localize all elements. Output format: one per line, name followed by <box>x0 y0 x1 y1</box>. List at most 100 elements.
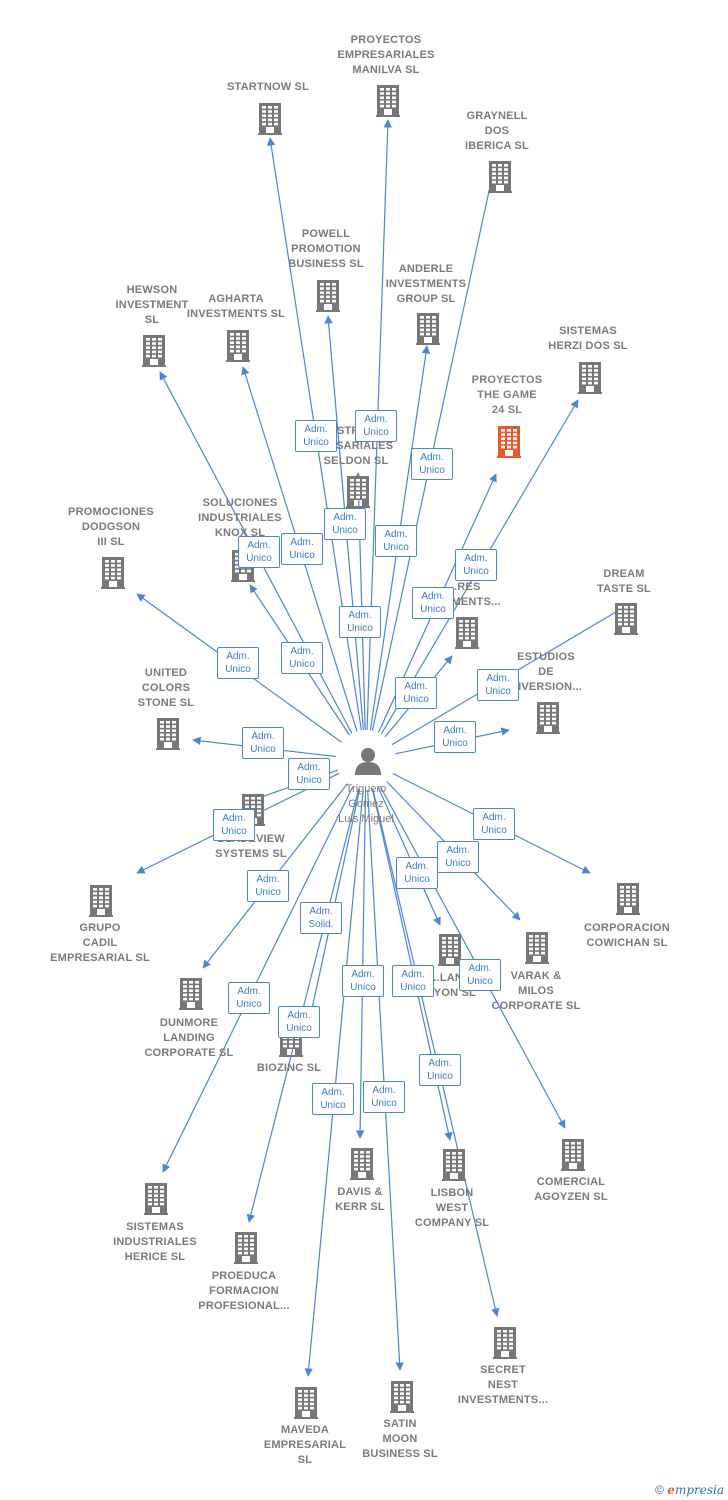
company-node-powell[interactable] <box>314 278 342 312</box>
edge-role-label-davis-kerr[interactable]: Adm. Unico <box>342 965 384 997</box>
edge-role-label-graynell[interactable]: Adm. Unico <box>411 448 453 480</box>
company-node-varak[interactable] <box>523 930 551 964</box>
company-label-startnow[interactable]: STARTNOW SL <box>226 81 310 93</box>
edge-role-label-hewson[interactable]: Adm. Unico <box>238 536 280 568</box>
edge-role-label-sistemas-herice[interactable]: Adm. Unico <box>228 982 270 1014</box>
edge-role-label-corporacion-cowichan[interactable]: Adm. Unico <box>473 808 515 840</box>
company-node-hewson[interactable] <box>140 333 168 367</box>
edge-role-label-startnow[interactable]: Adm. Unico <box>295 420 337 452</box>
company-label-dream-taste[interactable]: DREAM TASTE SL <box>597 568 651 595</box>
edge-lant <box>377 787 441 926</box>
edge-role-label-maveda[interactable]: Adm. Unico <box>312 1083 354 1115</box>
company-label-comercial-agoyzen[interactable]: COMERCIAL AGOYZEN SL <box>534 1176 608 1203</box>
company-node-proeduca[interactable] <box>232 1230 260 1264</box>
edge-role-label-anderle[interactable]: Adm. Unico <box>375 525 417 557</box>
edge-comercial-agoyzen <box>379 786 566 1129</box>
building-icon <box>525 932 549 964</box>
edge-role-label-powell[interactable]: Adm. Unico <box>324 508 366 540</box>
edge-role-label-united-colors[interactable]: Adm. Unico <box>242 727 284 759</box>
building-icon <box>258 103 282 135</box>
edge-role-label-proyectos-game[interactable]: Adm. Unico <box>412 587 454 619</box>
company-node-united-colors[interactable] <box>154 716 182 750</box>
edge-role-label-investments-mid[interactable]: Adm. Unico <box>395 677 437 709</box>
company-label-sistemas-herice[interactable]: SISTEMAS INDUSTRIALES HERICE SL <box>113 1221 197 1263</box>
company-label-powell[interactable]: POWELL PROMOTION BUSINESS SL <box>288 228 364 270</box>
company-node-anderle[interactable] <box>414 311 442 345</box>
company-label-promociones-dodgson[interactable]: PROMOCIONES DODGSON III SL <box>68 506 154 548</box>
company-node-sistemas-herice[interactable] <box>142 1181 170 1215</box>
edge-role-label-bladeview[interactable]: Adm. Unico <box>288 758 330 790</box>
edge-satin-moon <box>367 789 404 1371</box>
company-node-agharta[interactable] <box>224 328 252 362</box>
company-label-corporacion-cowichan[interactable]: CORPORACION COWICHAN SL <box>584 922 670 949</box>
edge-role-label-dunmore[interactable]: Adm. Unico <box>247 870 289 902</box>
company-node-startnow[interactable] <box>256 101 284 135</box>
company-label-biozinc[interactable]: BIOZINC SL <box>256 1062 322 1074</box>
company-node-grupo-cadil[interactable] <box>87 883 115 917</box>
company-label-varak[interactable]: VARAK & MILOS CORPORATE SL <box>491 970 581 1012</box>
company-node-promociones-dodgson[interactable] <box>99 555 127 589</box>
company-node-davis-kerr[interactable] <box>348 1146 376 1180</box>
company-label-lisbon[interactable]: LISBON WEST COMPANY SL <box>414 1187 490 1229</box>
company-node-investments-mid[interactable] <box>453 615 481 649</box>
edge-role-label-dream-taste[interactable]: Adm. Unico <box>477 669 519 701</box>
company-label-proeduca[interactable]: PROEDUCA FORMACION PROFESIONAL... <box>198 1270 290 1312</box>
edge-role-label-seldon[interactable]: Adm. Unico <box>339 606 381 638</box>
edge-role-label-comercial-agoyzen[interactable]: Adm. Unico <box>459 959 501 991</box>
company-node-lant[interactable] <box>436 932 464 966</box>
company-node-satin-moon[interactable] <box>388 1379 416 1413</box>
company-node-dunmore[interactable] <box>177 976 205 1010</box>
edge-role-label-biozinc[interactable]: Adm. Solid. <box>300 902 342 934</box>
edge-role-label-satin-moon[interactable]: Adm. Unico <box>363 1081 405 1113</box>
edge-role-label-estudios[interactable]: Adm. Unico <box>434 721 476 753</box>
building-icon <box>442 1149 466 1181</box>
company-label-proyectos-game[interactable]: PROYECTOS THE GAME 24 SL <box>471 374 543 416</box>
edge-role-label-varak[interactable]: Adm. Unico <box>437 841 479 873</box>
company-label-sistemas-herzi[interactable]: SISTEMAS HERZI DOS SL <box>548 325 628 352</box>
building-icon <box>390 1381 414 1413</box>
company-node-proyectos-manilva[interactable] <box>374 83 402 117</box>
company-label-satin-moon[interactable]: SATIN MOON BUSINESS SL <box>362 1418 438 1460</box>
company-label-agharta[interactable]: AGHARTA INVESTMENTS SL <box>186 293 286 320</box>
company-label-dunmore[interactable]: DUNMORE LANDING CORPORATE SL <box>144 1017 234 1059</box>
company-node-graynell[interactable] <box>486 159 514 193</box>
company-node-dream-taste[interactable] <box>612 601 640 635</box>
company-label-secret-nest[interactable]: SECRET NEST INVESTMENTS... <box>457 1364 549 1406</box>
brand-logo: empresia <box>667 1483 724 1497</box>
company-label-davis-kerr[interactable]: DAVIS & KERR SL <box>335 1186 385 1213</box>
edge-role-label-lisbon[interactable]: Adm. Unico <box>392 965 434 997</box>
edge-role-label-agharta[interactable]: Adm. Unico <box>281 533 323 565</box>
company-label-graynell[interactable]: GRAYNELL DOS IBERICA SL <box>465 110 529 152</box>
company-label-estudios[interactable]: ESTUDIOS DE INVERSION... <box>509 651 583 693</box>
edge-role-label-lant[interactable]: Adm. Unico <box>396 857 438 889</box>
building-icon <box>455 617 479 649</box>
edge-role-label-secret-nest[interactable]: Adm. Unico <box>419 1054 461 1086</box>
company-label-united-colors[interactable]: UNITED COLORS STONE SL <box>137 667 195 709</box>
building-icon <box>226 330 250 362</box>
company-node-comercial-agoyzen[interactable] <box>559 1137 587 1171</box>
building-icon <box>416 313 440 345</box>
edge-role-label-proeduca[interactable]: Adm. Unico <box>278 1006 320 1038</box>
company-label-proyectos-manilva[interactable]: PROYECTOS EMPRESARIALES MANILVA SL <box>337 34 435 76</box>
company-node-estudios[interactable] <box>534 700 562 734</box>
edge-role-label-grupo-cadil[interactable]: Adm. Unico <box>213 809 255 841</box>
company-node-seldon[interactable] <box>344 474 372 508</box>
company-node-proyectos-game[interactable] <box>495 424 523 458</box>
company-label-anderle[interactable]: ANDERLE INVESTMENTS GROUP SL <box>385 263 467 305</box>
company-label-soluciones-knox[interactable]: SOLUCIONES INDUSTRIALES KNOX SL <box>198 497 282 539</box>
company-label-hewson[interactable]: HEWSON INVESTMENT SL <box>115 284 189 326</box>
edge-role-label-promociones-dodgson[interactable]: Adm. Unico <box>217 647 259 679</box>
company-node-sistemas-herzi[interactable] <box>576 360 604 394</box>
company-node-lisbon[interactable] <box>440 1147 468 1181</box>
company-label-maveda[interactable]: MAVEDA EMPRESARIAL SL <box>263 1424 347 1466</box>
edge-role-label-proyectos-manilva[interactable]: Adm. Unico <box>355 410 397 442</box>
building-icon <box>616 883 640 915</box>
company-label-grupo-cadil[interactable]: GRUPO CADIL EMPRESARIAL SL <box>50 922 150 964</box>
company-node-secret-nest[interactable] <box>491 1325 519 1359</box>
footer-brand[interactable]: © empresia <box>655 1483 724 1497</box>
edge-role-label-soluciones-knox[interactable]: Adm. Unico <box>281 642 323 674</box>
company-node-corporacion-cowichan[interactable] <box>614 881 642 915</box>
company-node-maveda[interactable] <box>292 1385 320 1419</box>
edge-role-label-sistemas-herzi[interactable]: Adm. Unico <box>455 549 497 581</box>
